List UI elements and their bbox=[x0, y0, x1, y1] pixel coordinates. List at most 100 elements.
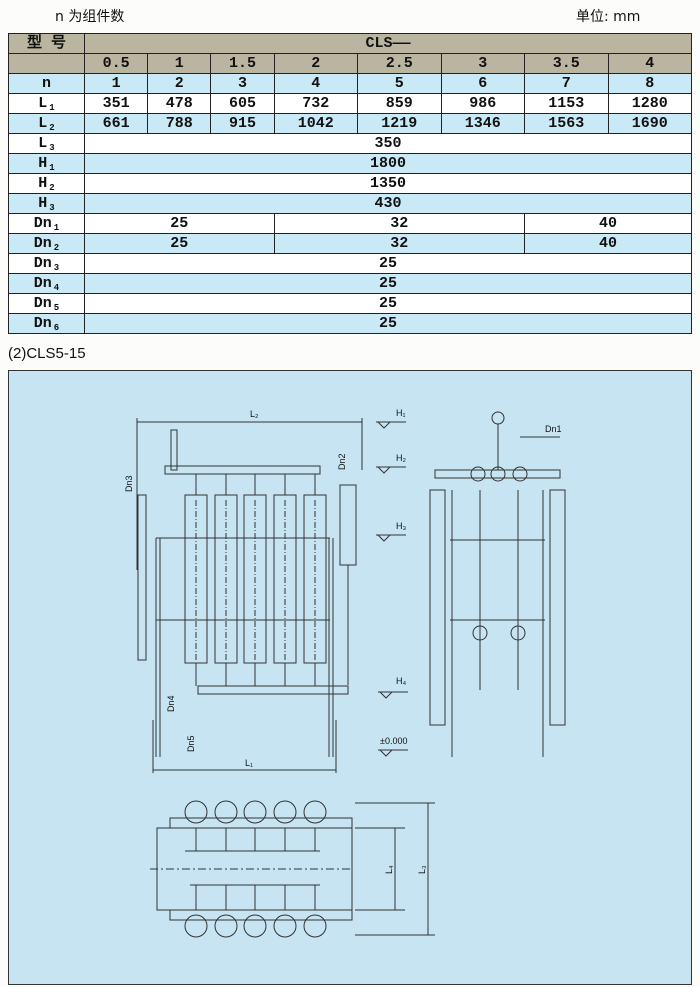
value-cell: 351 bbox=[83, 93, 149, 114]
label-l1: L₁ bbox=[245, 758, 253, 768]
label-l4: L₄ bbox=[384, 865, 394, 874]
row-key-subscript: 1 bbox=[49, 103, 55, 113]
label-h3: H₃ bbox=[396, 521, 406, 531]
label-dn1: Dn1 bbox=[545, 424, 562, 434]
row-key-text: n bbox=[41, 75, 51, 92]
top-header-pipe bbox=[164, 465, 321, 475]
model-cell: 2.5 bbox=[357, 53, 442, 74]
model-cell: 3.5 bbox=[524, 53, 609, 74]
value-cell: 661 bbox=[83, 113, 149, 134]
value-cell: 859 bbox=[357, 93, 442, 114]
label-h1: H₁ bbox=[396, 408, 406, 418]
value-cell: 1219 bbox=[357, 113, 442, 134]
span-cell: 25 bbox=[84, 313, 692, 334]
pressure-gauge bbox=[491, 411, 505, 425]
label-dn2: Dn2 bbox=[337, 453, 347, 470]
label-ground: ±0.000 bbox=[380, 736, 407, 746]
level-markers bbox=[376, 421, 408, 757]
unit-label: 单位: mm bbox=[576, 9, 641, 25]
module-circle bbox=[273, 914, 297, 938]
label-h4: H₄ bbox=[396, 676, 406, 686]
valve-stem bbox=[170, 429, 178, 471]
bottom-header-pipe bbox=[197, 685, 349, 695]
model-cell: 1.5 bbox=[210, 53, 275, 74]
value-cell: 7 bbox=[524, 73, 609, 94]
side-top-pipe bbox=[434, 469, 561, 479]
value-cell: 1153 bbox=[524, 93, 609, 114]
row-key-text: L bbox=[38, 135, 48, 152]
row-key-text: L bbox=[38, 115, 48, 132]
row-key-subscript: 2 bbox=[53, 243, 60, 253]
module-circle bbox=[214, 914, 238, 938]
row-key-subscript: 3 bbox=[49, 143, 55, 153]
row-key-subscript: 1 bbox=[49, 163, 55, 173]
module-circle bbox=[303, 800, 327, 824]
label-dn4: Dn4 bbox=[166, 695, 176, 712]
module-circle bbox=[243, 800, 267, 824]
value-cell: 1690 bbox=[607, 113, 692, 134]
value-cell: 2 bbox=[147, 73, 212, 94]
value-cell: 6 bbox=[440, 73, 526, 94]
module-circle bbox=[273, 800, 297, 824]
row-key-subscript: 4 bbox=[53, 283, 60, 293]
span-cell: 1800 bbox=[84, 153, 692, 174]
top-view-upper-pipe bbox=[169, 817, 353, 829]
row-key-text: L bbox=[38, 95, 48, 112]
span-cell: 1350 bbox=[84, 173, 692, 194]
top-view-lower-pipe bbox=[169, 909, 353, 921]
module-circle bbox=[303, 914, 327, 938]
row-key-text: H bbox=[38, 175, 48, 192]
component-count-note: n 为组件数 bbox=[55, 9, 125, 25]
value-cell: 986 bbox=[440, 93, 526, 114]
row-key-text: H bbox=[38, 195, 48, 212]
label-h2: H₂ bbox=[396, 453, 406, 463]
row-key-text: H bbox=[38, 155, 48, 172]
section-title: (2)CLS5-15 bbox=[8, 345, 86, 362]
group-cell: 25 bbox=[84, 213, 275, 234]
row-key-text: Dn bbox=[33, 315, 52, 332]
row-key-subscript: 5 bbox=[53, 303, 60, 313]
side-column-left bbox=[429, 489, 446, 726]
row-key-text: Dn bbox=[33, 275, 52, 292]
front-view: L₂ L₁ H₁ H₂ H₃ H₄ ±0.000 Dn2 Dn3 Dn4 Dn5 bbox=[124, 408, 408, 773]
span-cell: 350 bbox=[84, 133, 692, 154]
row-key-subscript: 3 bbox=[53, 263, 60, 273]
module-circle bbox=[184, 914, 208, 938]
right-tank bbox=[339, 484, 357, 566]
label-dn3: Dn3 bbox=[124, 475, 134, 492]
row-key-subscript: 2 bbox=[49, 183, 55, 193]
model-cell: 1 bbox=[147, 53, 212, 74]
row-key-subscript: 3 bbox=[49, 203, 55, 213]
label-l2: L₂ bbox=[250, 409, 259, 419]
module-circle bbox=[214, 800, 238, 824]
module-circle bbox=[243, 914, 267, 938]
row-key-text: Dn bbox=[33, 215, 52, 232]
value-cell: 478 bbox=[147, 93, 212, 114]
value-cell: 788 bbox=[147, 113, 212, 134]
value-cell: 1042 bbox=[273, 113, 359, 134]
label-dn5: Dn5 bbox=[186, 735, 196, 752]
group-cell: 40 bbox=[524, 233, 692, 254]
group-cell: 32 bbox=[273, 233, 526, 254]
top-view: L₄ L₃ bbox=[150, 800, 435, 938]
series-header: CLS—— bbox=[84, 33, 692, 54]
row-key-text: Dn bbox=[33, 255, 52, 272]
side-column-right bbox=[549, 489, 566, 726]
group-cell: 40 bbox=[524, 213, 692, 234]
side-view: Dn1 bbox=[429, 411, 566, 757]
